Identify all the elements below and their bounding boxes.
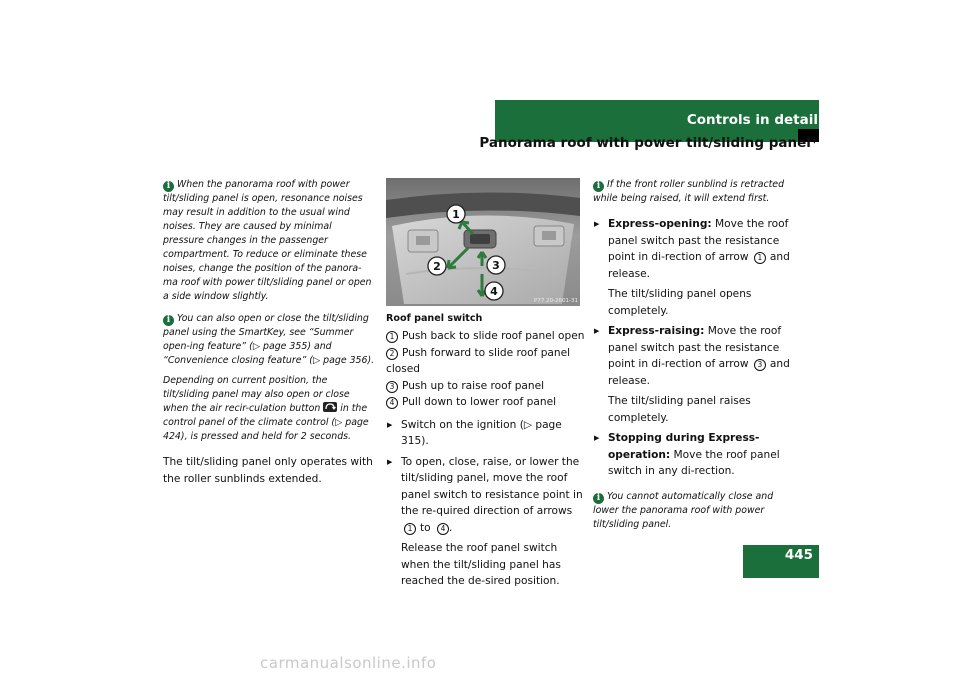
express-opening: Express-opening: Move the roof panel swi…	[593, 216, 793, 282]
express-opening-result: The tilt/sliding panel opens completely.	[608, 288, 752, 317]
step-move-switch: To open, close, raise, or lower the tilt…	[386, 454, 586, 537]
page-number-box	[743, 545, 819, 578]
watermark: carmanualsonline.info	[260, 654, 437, 672]
stopping-express-operation: Stopping during Express-operation: Move …	[593, 430, 793, 480]
page-number: 445	[784, 547, 813, 563]
section-title: Controls in detail	[686, 112, 818, 128]
step-release-text: Release the roof panel switch when the t…	[401, 542, 561, 587]
info-icon: i	[593, 181, 604, 192]
page-ref-arrow-icon: ▷	[523, 418, 536, 431]
air-recirculation-icon	[323, 402, 338, 412]
info-icon: i	[163, 315, 174, 326]
svg-text:1: 1	[452, 208, 460, 221]
info-note-recirculation: Depending on current position, the tilt/…	[163, 375, 369, 442]
svg-text:2: 2	[433, 260, 441, 273]
page-ref-arrow-icon: ▷	[252, 341, 264, 352]
info-icon: i	[163, 181, 174, 192]
info-icon: i	[593, 492, 604, 504]
header-tab-marker	[798, 129, 819, 142]
roof-panel-switch-photo: 1 2 3 4 P77.20-2601-31	[386, 178, 580, 306]
svg-text:4: 4	[490, 285, 498, 298]
step-ignition: Switch on the ignition (▷ page 315).	[386, 417, 586, 450]
body-text-sunblinds: The tilt/sliding panel only operates wit…	[163, 456, 373, 485]
subsection-title: Panorama roof with power tilt/sliding pa…	[479, 135, 818, 151]
header-band	[495, 100, 819, 142]
svg-text:3: 3	[492, 259, 500, 272]
page-ref-arrow-icon: ▷	[335, 417, 346, 428]
photo-caption: Roof panel switch	[386, 313, 483, 324]
page-ref-arrow-icon: ▷	[312, 355, 324, 366]
express-raising: Express-raising: Move the roof panel swi…	[593, 323, 793, 389]
express-raising-result: The tilt/sliding panel raises completely…	[608, 395, 751, 424]
photo-code: P77.20-2601-31	[534, 298, 578, 304]
